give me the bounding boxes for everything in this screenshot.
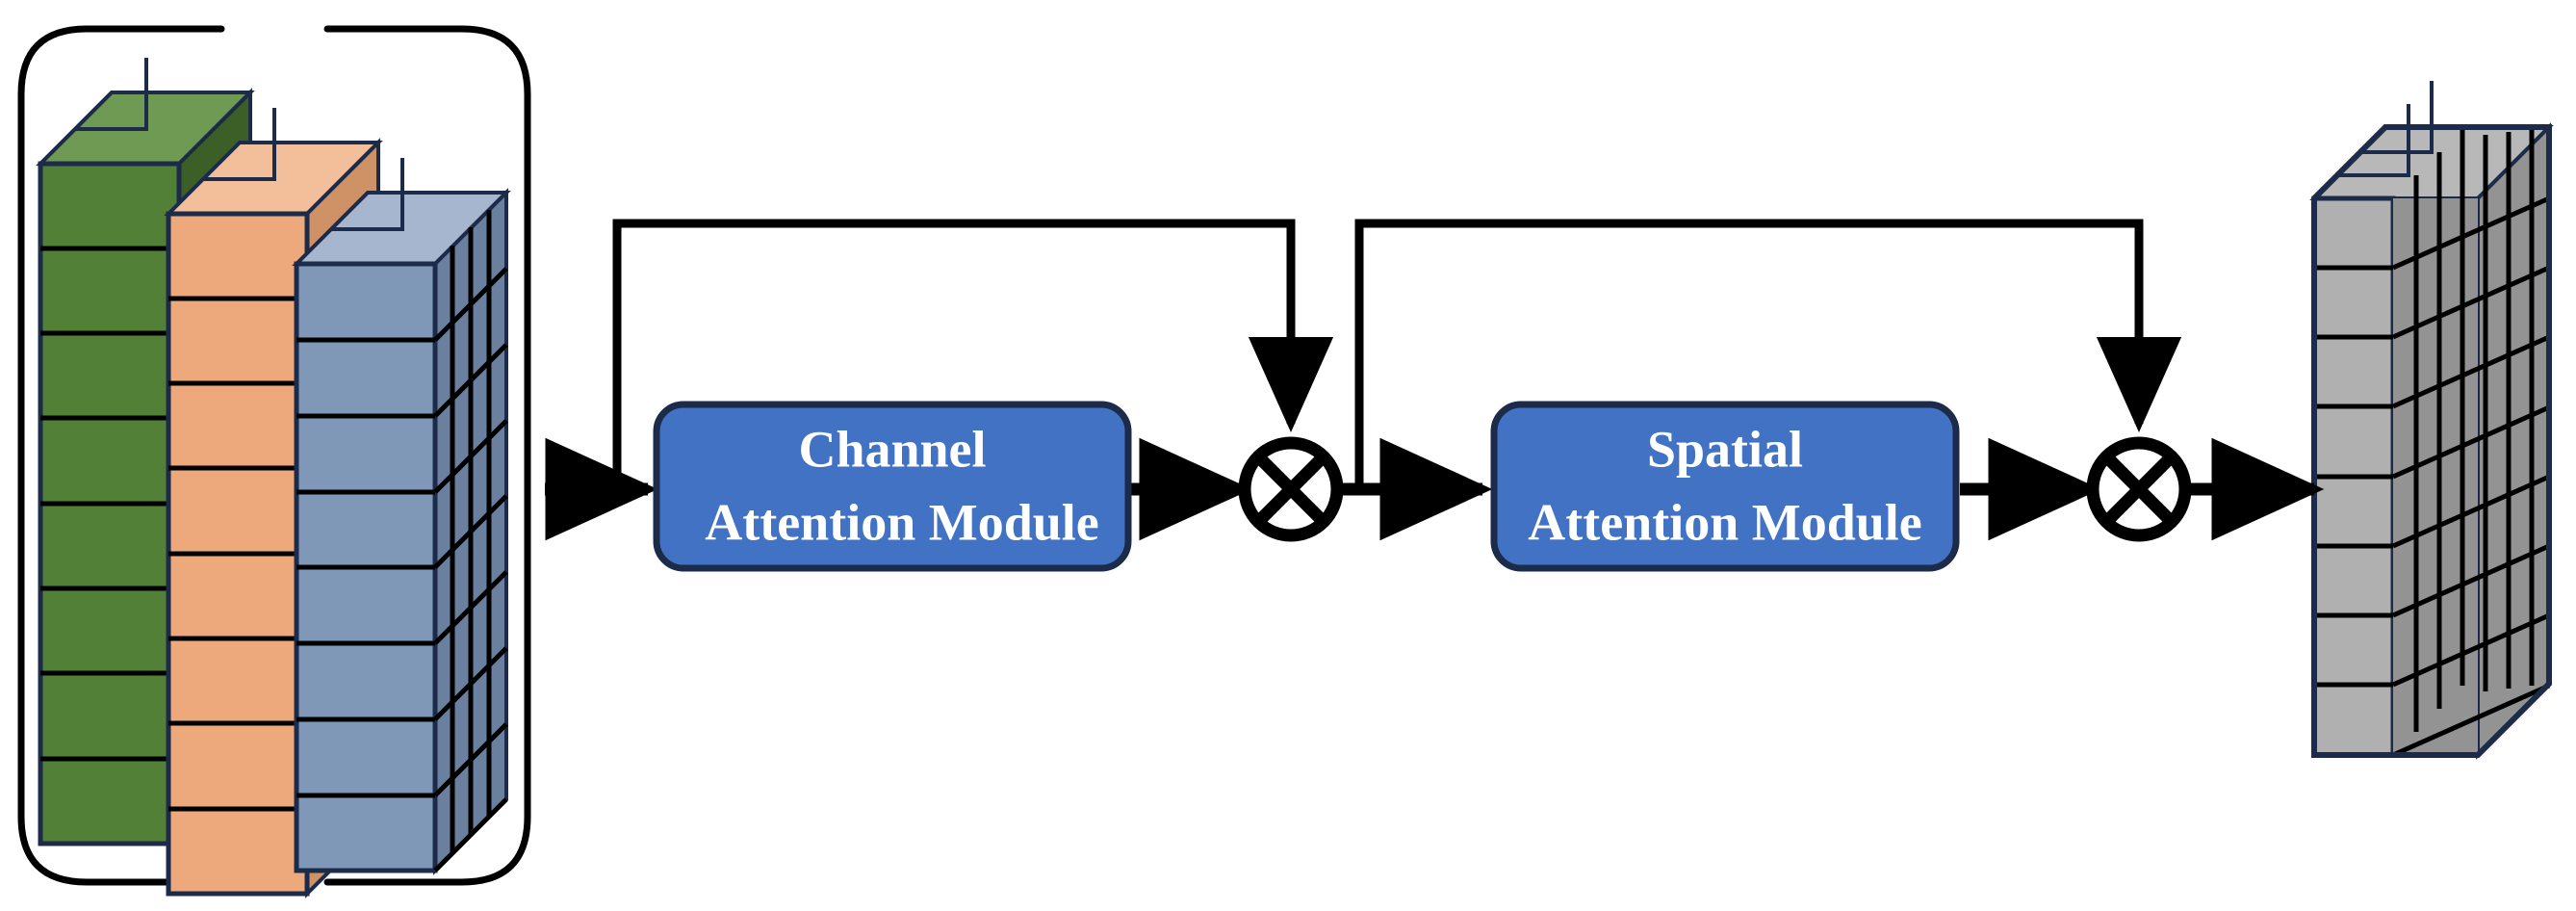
green-top-steps (75, 58, 148, 131)
gray-left-grid (2314, 265, 2393, 688)
gray-front-columns (2413, 129, 2535, 732)
skip-connection-2 (1354, 219, 2182, 489)
gray-side-face (2476, 122, 2551, 760)
channel-attention-module-label-line1: Channel (798, 420, 986, 478)
green-front-grid (40, 246, 179, 762)
gray-front-grid (2391, 195, 2551, 758)
blue-front-grid (296, 337, 435, 798)
orange-top-steps (203, 108, 276, 181)
blue-side-columns (450, 210, 492, 853)
blue-top-steps (331, 158, 404, 231)
multiply-1-stroke-b (1253, 452, 1328, 527)
multiply-2[interactable] (2086, 436, 2192, 542)
gray-front-face (2393, 198, 2478, 755)
spatial-attention-module-label-line1: Spatial (1647, 420, 1803, 478)
gray-feature-map (2309, 81, 2554, 760)
spatial-attention-module-box[interactable] (1490, 401, 1960, 572)
multiply-2-stroke-b (2101, 452, 2177, 527)
spatial-attention-module-label-line2: Attention Module (1528, 493, 1921, 551)
channel-attention-module[interactable]: Channel Attention Module (653, 401, 1132, 572)
spatial-attention-module[interactable]: Spatial Attention Module (1490, 401, 1960, 572)
skip-connection-1 (612, 219, 1334, 489)
channel-attention-module-box[interactable] (653, 401, 1132, 572)
channel-attention-module-label-line2: Attention Module (705, 493, 1098, 551)
input-bracket (17, 25, 531, 886)
multiply-1[interactable] (1238, 436, 1344, 542)
orange-front-grid (168, 296, 307, 812)
blue-feature-map (292, 158, 511, 875)
